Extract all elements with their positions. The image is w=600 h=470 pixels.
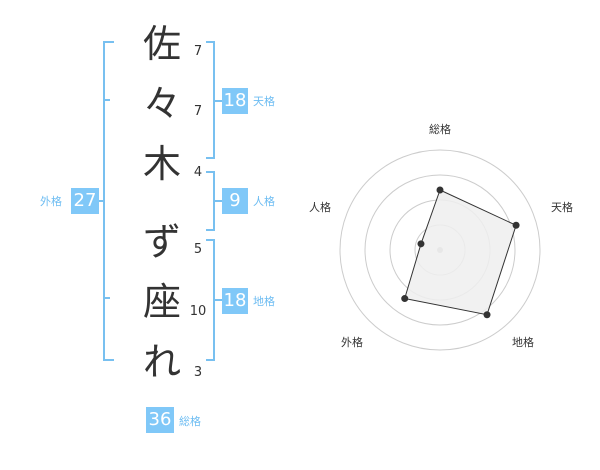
radar-axis-label: 人格 <box>309 201 331 214</box>
radar-axis-label: 外格 <box>341 336 363 349</box>
stroke-count: 4 <box>193 165 203 180</box>
soukaku-label: 総格 <box>179 415 201 428</box>
radar-point <box>436 186 444 194</box>
jinkaku-label: 人格 <box>253 195 275 208</box>
radar-ring <box>339 149 541 351</box>
radar-point <box>401 295 409 303</box>
radar-point <box>512 221 520 229</box>
stroke-count: 10 <box>189 304 207 319</box>
jinkaku-value: 9 <box>222 188 248 214</box>
radar-ring <box>364 174 516 326</box>
name-char: 佐 <box>142 22 181 66</box>
name-char: 木 <box>142 142 181 186</box>
radar-axis-label: 総格 <box>429 123 451 136</box>
stroke-count: 3 <box>193 365 203 380</box>
gaikaku-value: 27 <box>71 188 99 214</box>
name-char: 々 <box>142 82 181 126</box>
radar-point <box>417 240 425 248</box>
name-char: ず <box>142 220 181 264</box>
name-char: れ <box>142 340 181 384</box>
radar-axis-label: 地格 <box>512 336 534 349</box>
gaikaku-label: 外格 <box>40 195 62 208</box>
tenkaku-value: 18 <box>222 88 248 114</box>
stroke-count: 7 <box>193 104 203 119</box>
tenkaku-label: 天格 <box>253 95 275 108</box>
radar-point <box>483 311 491 319</box>
soukaku-value: 36 <box>146 407 174 433</box>
chikaku-label: 地格 <box>253 295 275 308</box>
stroke-count: 7 <box>193 44 203 59</box>
stroke-count: 5 <box>193 242 203 257</box>
radar-polygon <box>404 189 517 316</box>
chikaku-value: 18 <box>222 288 248 314</box>
name-char: 座 <box>142 280 181 324</box>
radar-axis-label: 天格 <box>551 201 573 214</box>
